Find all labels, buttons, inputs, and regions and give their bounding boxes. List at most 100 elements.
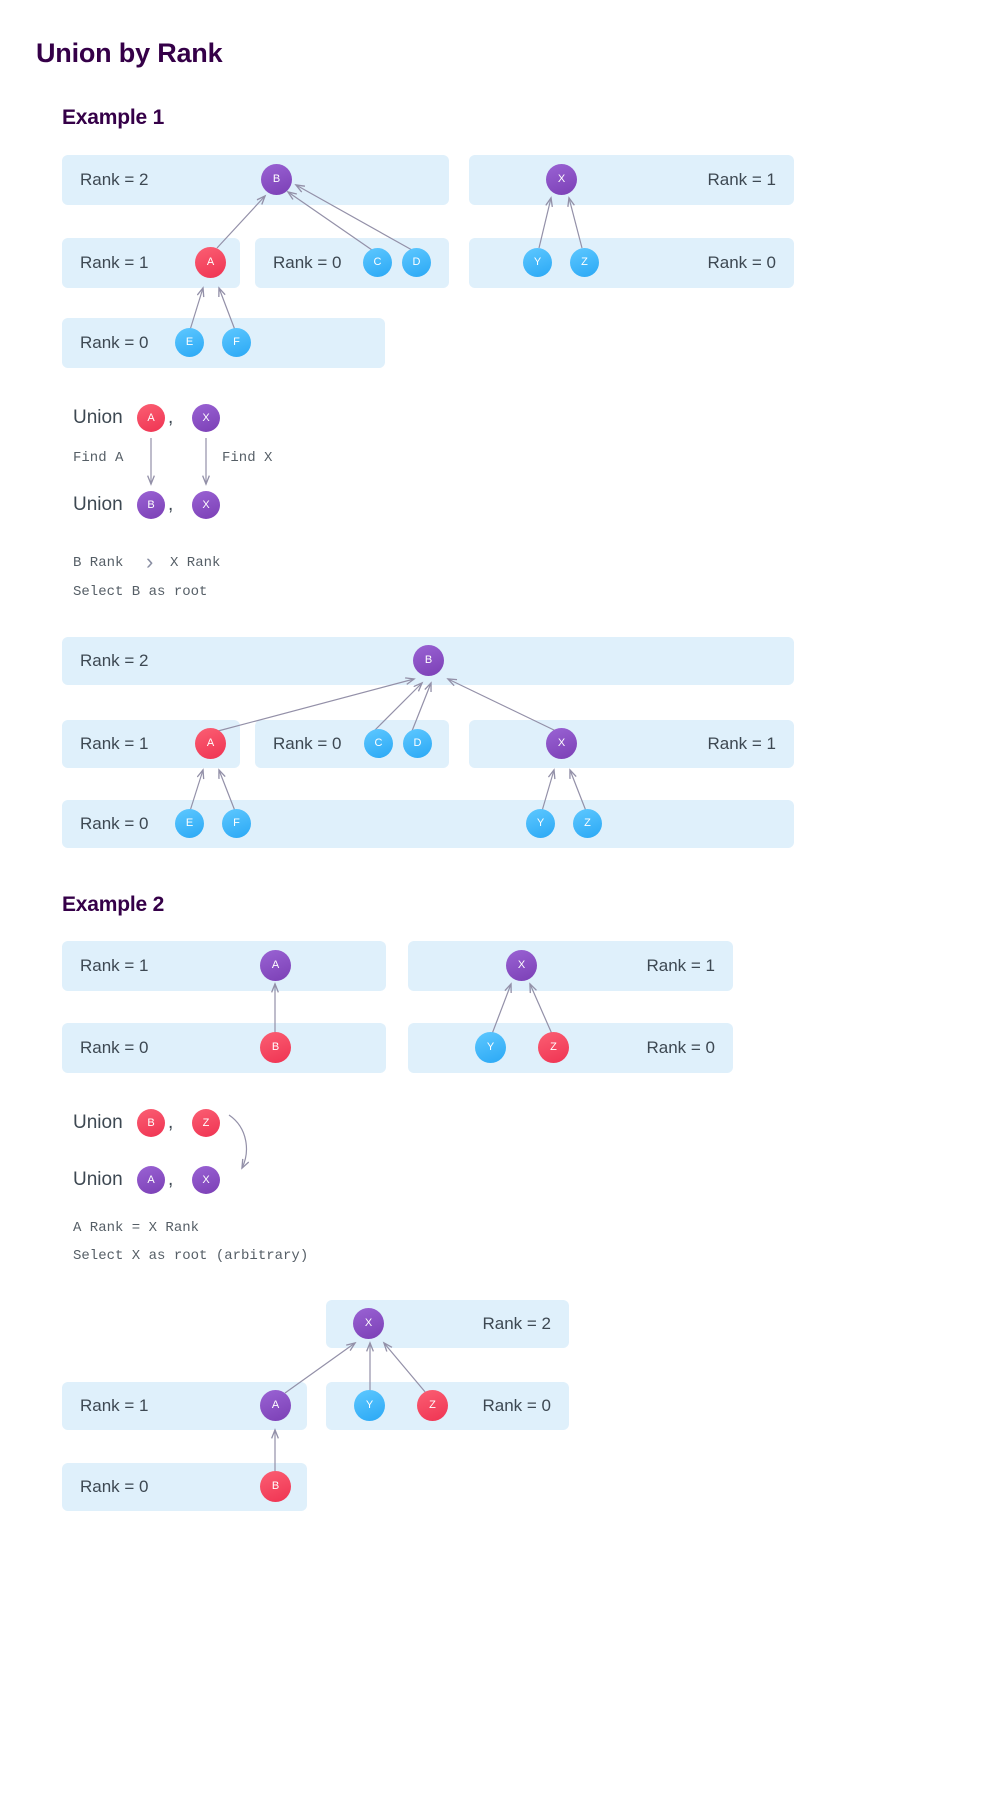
node-Z[interactable]: Z [417,1390,448,1421]
union-arg-node-B[interactable]: B [137,1109,165,1137]
rank-label: Rank = 1 [80,1396,149,1415]
union-arg-node-A[interactable]: A [137,1166,165,1194]
node-label: E [185,336,194,348]
rank-strip-e1r-r0: Rank = 0 [469,238,794,288]
node-label: C [374,737,383,749]
node-label: B [272,173,281,185]
node-label: A [206,737,215,749]
node-label: X [557,173,566,185]
node-B[interactable]: B [413,645,444,676]
node-label: D [412,256,421,268]
rank-label: Rank = 1 [80,734,149,753]
rank-strip-e1l-r0b: Rank = 0 [62,318,385,368]
node-F[interactable]: F [222,809,251,838]
rank-label: Rank = 0 [273,253,342,272]
node-B[interactable]: B [260,1032,291,1063]
rank-strip-e1r-r1: Rank = 1 [469,155,794,205]
union-comma: , [168,1112,174,1133]
node-Y[interactable]: Y [354,1390,385,1421]
node-label: B [147,1116,155,1129]
union-arg-node-A[interactable]: A [137,404,165,432]
find-x-label: Find X [222,450,273,466]
node-X[interactable]: X [546,164,577,195]
node-label: E [185,817,194,829]
rank-strip-e2l-r0: Rank = 0 [62,1023,386,1073]
rank-label: Rank = 1 [707,170,776,189]
rank-strip-e1m-r1b: Rank = 1 [469,720,794,768]
example-2-heading: Example 2 [62,893,165,916]
rank-label: Rank = 0 [482,1396,551,1415]
page-title: Union by Rank [36,38,223,68]
union-arg-node-B[interactable]: B [137,491,165,519]
node-C[interactable]: C [363,248,392,277]
node-E[interactable]: E [175,809,204,838]
node-A[interactable]: A [195,247,226,278]
rank-label: Rank = 0 [80,333,149,352]
node-label: B [147,498,155,511]
node-A[interactable]: A [195,728,226,759]
rank-label: Rank = 1 [707,734,776,753]
node-label: X [202,1173,210,1186]
node-label: Z [550,1041,557,1053]
node-label: X [202,498,210,511]
node-A[interactable]: A [260,950,291,981]
union-keyword: Union [73,494,123,515]
node-Z[interactable]: Z [573,809,602,838]
node-label: X [202,411,210,424]
union-comma: , [168,1169,174,1190]
rank-equal-note: A Rank = X Rank [73,1220,200,1236]
node-F[interactable]: F [222,328,251,357]
union-arg-node-X[interactable]: X [192,491,220,519]
union-arg-node-X[interactable]: X [192,1166,220,1194]
node-label: F [233,817,240,829]
node-B[interactable]: B [261,164,292,195]
node-Y[interactable]: Y [475,1032,506,1063]
node-label: Z [202,1116,210,1129]
node-label: X [557,737,566,749]
node-label: A [206,256,215,268]
node-A[interactable]: A [260,1390,291,1421]
node-Z[interactable]: Z [570,248,599,277]
node-B[interactable]: B [260,1471,291,1502]
union-keyword: Union [73,1112,123,1133]
rank-strip-e2l-r1: Rank = 1 [62,941,386,991]
node-label: Y [533,256,542,268]
rank-label: Rank = 2 [482,1314,551,1333]
node-label: D [413,737,422,749]
rank-label: Rank = 0 [646,1038,715,1057]
rank-label: Rank = 2 [80,651,149,670]
rank-compare-left: B Rank [73,555,124,571]
rank-label: Rank = 1 [80,956,149,975]
select-root-note: Select X as root (arbitrary) [73,1248,309,1264]
node-label: Y [536,817,545,829]
node-Z[interactable]: Z [538,1032,569,1063]
node-Y[interactable]: Y [523,248,552,277]
greater-than-icon: › [146,549,154,574]
rank-strip-e1l-r2: Rank = 2 [62,155,449,205]
node-label: Z [584,817,591,829]
rank-label: Rank = 0 [80,1477,149,1496]
node-X[interactable]: X [546,728,577,759]
node-E[interactable]: E [175,328,204,357]
union-keyword: Union [73,407,123,428]
node-D[interactable]: D [402,248,431,277]
node-label: C [373,256,382,268]
rank-label: Rank = 0 [273,734,342,753]
rank-label: Rank = 2 [80,170,149,189]
rank-label: Rank = 1 [80,253,149,272]
rank-strip-e2r-r0: Rank = 0 [408,1023,733,1073]
node-Y[interactable]: Y [526,809,555,838]
rank-strip-e1m-r0b: Rank = 0 [62,800,794,848]
union-comma: , [168,494,174,515]
select-root-note: Select B as root [73,584,208,600]
rank-label: Rank = 0 [80,814,149,833]
union-arg-node-X[interactable]: X [192,404,220,432]
node-C[interactable]: C [364,729,393,758]
node-D[interactable]: D [403,729,432,758]
node-X[interactable]: X [506,950,537,981]
node-X[interactable]: X [353,1308,384,1339]
node-label: A [147,411,155,424]
rank-compare-right: X Rank [170,555,221,571]
union-arg-node-Z[interactable]: Z [192,1109,220,1137]
